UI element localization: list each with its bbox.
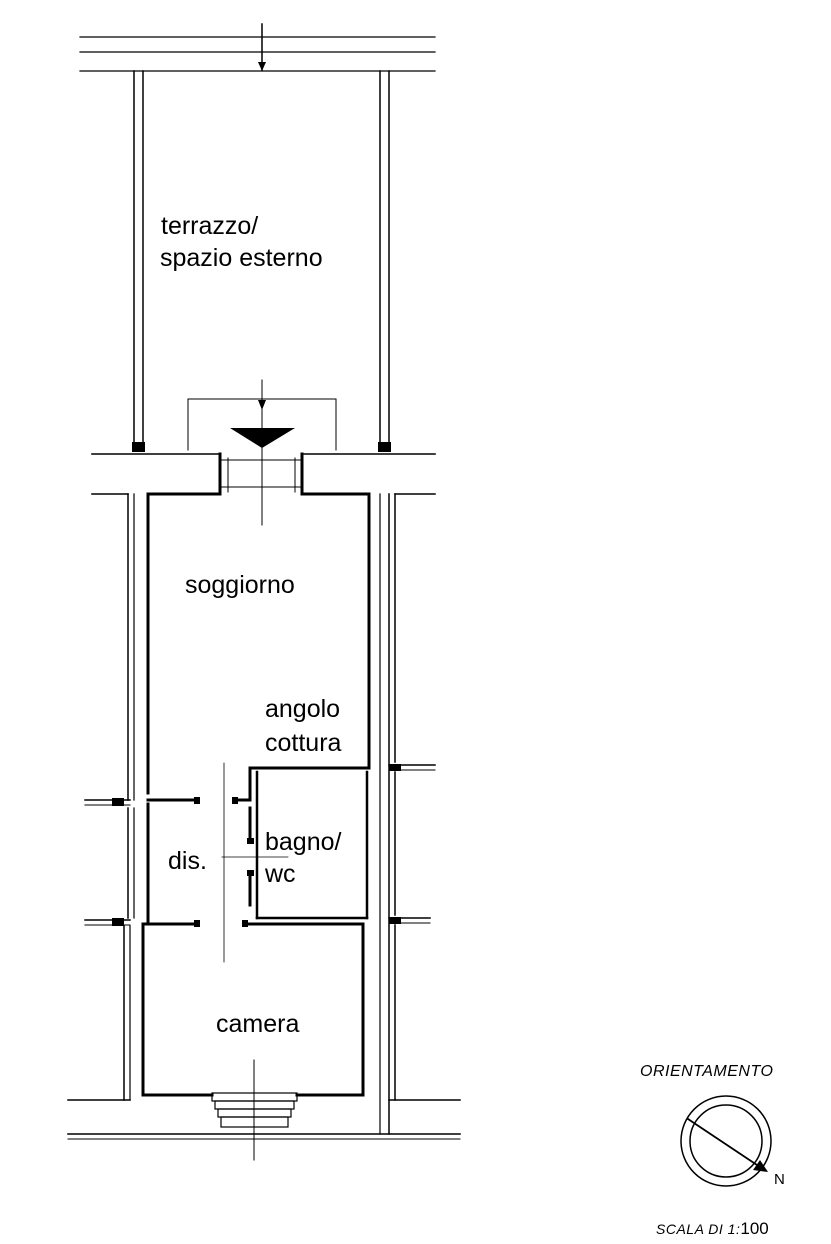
room-label-soggiorno: soggiorno <box>185 571 295 599</box>
room-label-bagno-1: bagno/ <box>265 828 342 856</box>
neighbour-walls-right <box>379 493 461 1135</box>
entrance-marker <box>187 379 337 526</box>
street-bottom-edge <box>67 1133 461 1140</box>
north-label: N <box>774 1171 785 1188</box>
room-label-terrazzo-1: terrazzo/ <box>161 212 258 240</box>
terrace-side-posts <box>132 70 391 452</box>
scale-label: SCALA DI 1:100 <box>656 1219 769 1238</box>
exterior-walls <box>141 492 371 1097</box>
room-label-camera: camera <box>216 1010 299 1038</box>
facade-line <box>91 452 436 494</box>
room-label-dis: dis. <box>168 847 207 875</box>
orientation-title: ORIENTAMENTO <box>640 1063 773 1080</box>
interior-walls <box>141 766 371 927</box>
room-label-terrazzo-2: spazio esterno <box>160 244 323 272</box>
room-label-angolo-2: cottura <box>265 729 342 757</box>
room-label-angolo-1: angolo <box>265 695 340 723</box>
neighbour-walls-left <box>67 493 135 1101</box>
reference-lines <box>221 762 289 963</box>
scale-prefix: SCALA DI 1: <box>656 1221 740 1237</box>
room-label-bagno-2: wc <box>264 860 296 888</box>
bottom-window <box>211 1059 298 1161</box>
compass-icon <box>680 1095 772 1187</box>
terrace-top-edge <box>79 23 436 72</box>
scale-value: 100 <box>740 1219 768 1238</box>
